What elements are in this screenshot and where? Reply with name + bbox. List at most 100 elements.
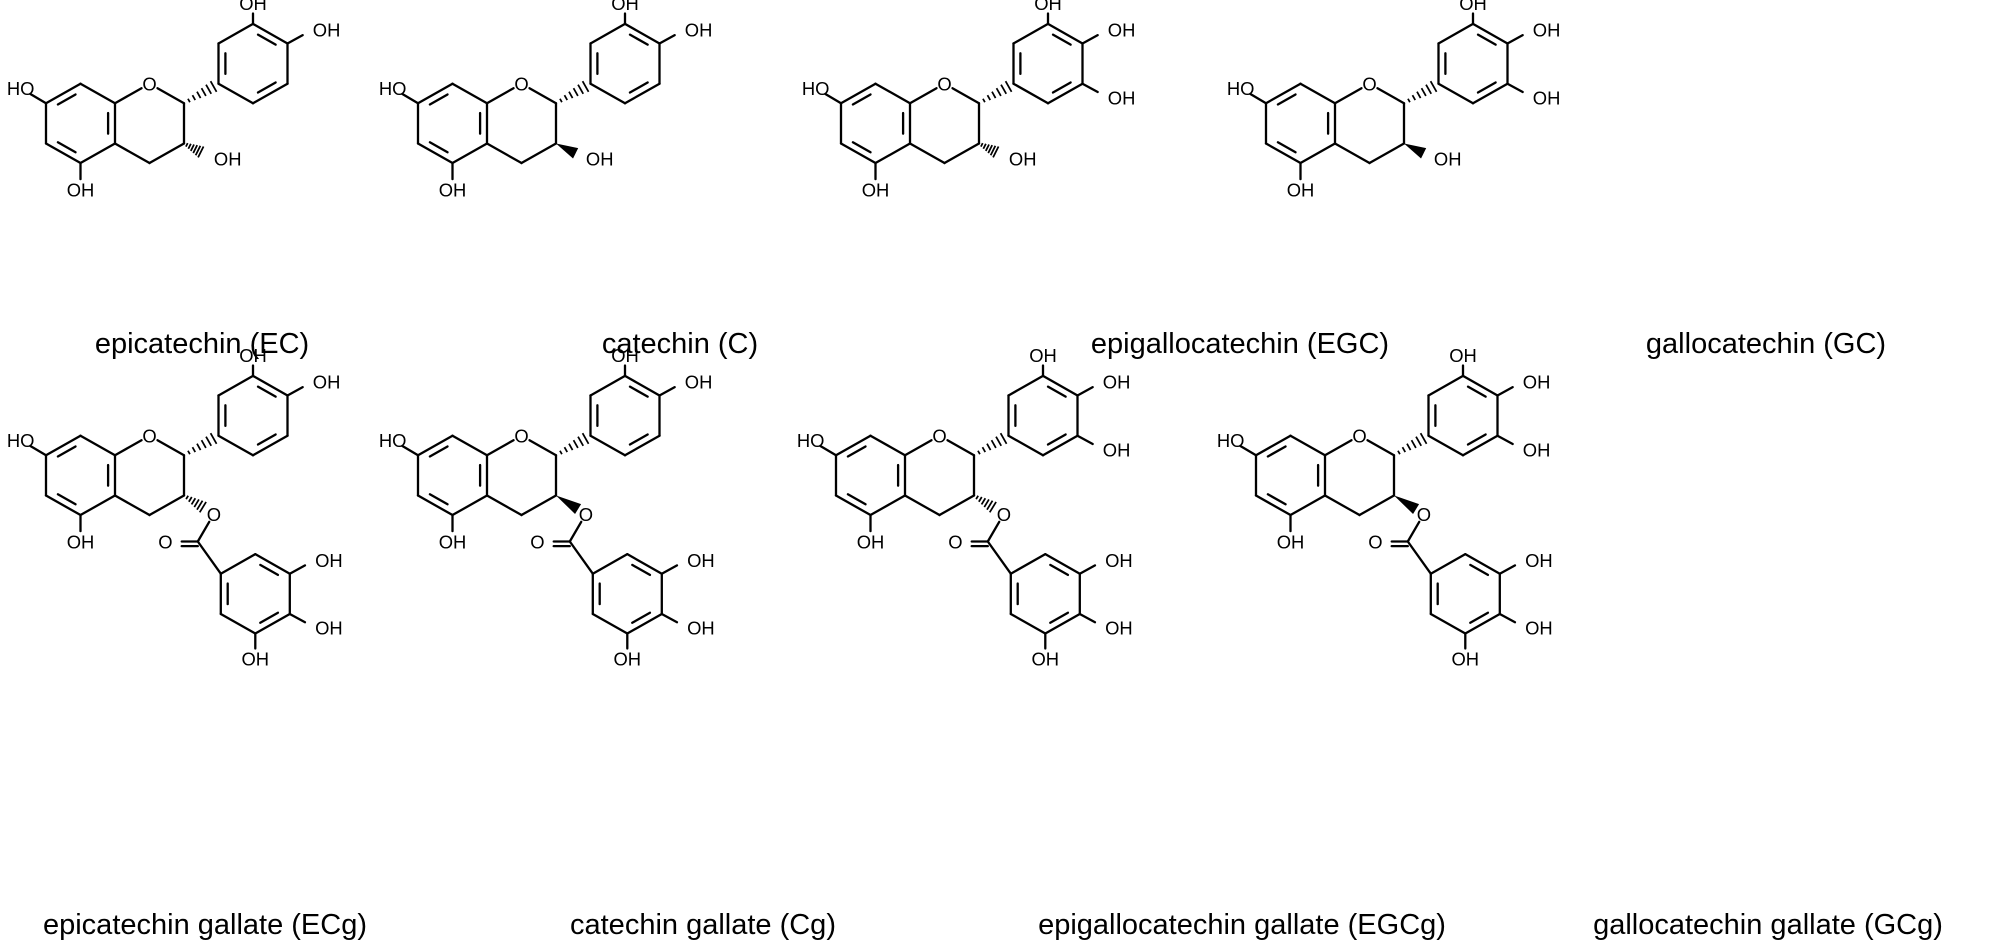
double-bond [846,493,867,506]
label-catechin: catechin (C) [601,328,759,360]
ring-a-bond [416,142,454,165]
hydroxyl-3p: OH [1449,345,1477,366]
ester-bond [568,540,594,575]
galloyl-ring-bond [626,612,663,635]
ring-c-bond [113,439,143,457]
ring-c-bond [903,494,941,517]
hydroxyl-3p: OH [1459,0,1487,14]
hashed-bond [995,87,1002,97]
double-bond [846,445,867,458]
ring-a-bond [416,434,454,457]
ring-oxygen: O [1362,74,1376,95]
hydroxyl-7: HO [7,78,35,99]
hydroxyl-4p: OH [1533,20,1561,41]
ring-b-bond [251,374,289,397]
double-bond [1476,33,1497,46]
hashed-bond [1429,80,1438,93]
hashed-bond [1406,443,1412,451]
hydroxyl-4p: OH [1103,372,1131,393]
ring-oxygen: O [937,74,951,95]
double-bond [428,445,449,458]
double-bond [1051,33,1072,46]
ring-c-bond [908,142,946,165]
galloyl-ring-bond [591,612,629,635]
ring-c-bond [528,439,558,457]
double-bond [628,433,649,446]
hashed-bond [188,496,193,503]
hashed-bond [209,432,218,445]
hashed-bond [563,446,568,453]
ring-c-bond [156,87,186,105]
hashed-bond [995,436,1002,447]
ring-oxygen: O [1352,426,1366,447]
hashed-bond [185,495,189,500]
galloyl-ring-bond [1429,552,1467,575]
hashed-bond [193,499,200,508]
ring-c-bond [113,87,143,105]
galloyl-ring-bond [1044,612,1081,635]
label-epicatechin: epicatechin (EC) [94,328,310,360]
double-bond [256,433,277,446]
ring-a-bond [1264,142,1302,165]
ring-c-bond [1376,87,1406,105]
hydroxyl-4p: OH [685,372,713,393]
ring-a-bond [44,434,82,457]
ring-b-bond [1461,434,1499,457]
hydroxyl-bond [658,386,676,397]
double-bond [428,493,449,506]
hydroxyl-bond [29,445,48,457]
ring-oxygen: O [932,426,946,447]
hashed-bond [205,84,212,95]
hashed-bond [983,499,990,508]
ester-bond [1406,520,1421,543]
ring-b-bond [1471,82,1509,105]
ring-c-bond [1333,142,1371,165]
hydroxyl-5: OH [439,531,467,552]
ring-b-bond [217,22,255,45]
ring-b-bond [1012,82,1050,105]
hashed-bond [1410,439,1417,449]
ring-c-bond [520,142,558,165]
hashed-bond [581,432,590,445]
ring-a-bond [79,494,117,517]
hashed-bond [986,94,991,101]
hashed-bond [572,439,579,449]
ring-a-bond [1289,494,1327,517]
ring-a-bond [834,494,872,517]
ring-b-bond [589,82,627,105]
galloyl-hydroxyl-5: OH [1452,649,1480,670]
hashed-bond [1416,91,1422,99]
ring-b-bond [251,82,289,105]
hydroxyl-bond [824,93,843,105]
double-bond [628,385,649,398]
ring-a-bond [451,142,489,165]
ring-a-bond [869,494,907,517]
ring-b-bond [1461,374,1499,397]
hashed-bond [978,496,983,503]
label-epicatechin-gallate: epicatechin gallate (ECg) [42,909,367,941]
double-bond [259,611,280,624]
hashed-bond [187,98,191,103]
double-bond [1266,445,1287,458]
hydroxyl-5: OH [1287,179,1315,200]
hydroxyl-5p: OH [1108,87,1136,108]
ring-c-bond [946,439,976,457]
hydroxyl-7: HO [1227,78,1255,99]
double-bond [428,141,449,154]
ring-a-bond [1254,434,1292,457]
double-bond [1276,141,1297,154]
hydroxyl-7: HO [1217,430,1245,451]
galloyl-ring-bond [1464,552,1501,575]
ring-a-bond [44,142,82,165]
hashed-bond [196,91,202,99]
ester-oxygen: O [207,504,221,525]
hydroxyl-5: OH [67,179,95,200]
ring-b-bond [589,22,627,45]
hashed-bond [559,98,563,103]
